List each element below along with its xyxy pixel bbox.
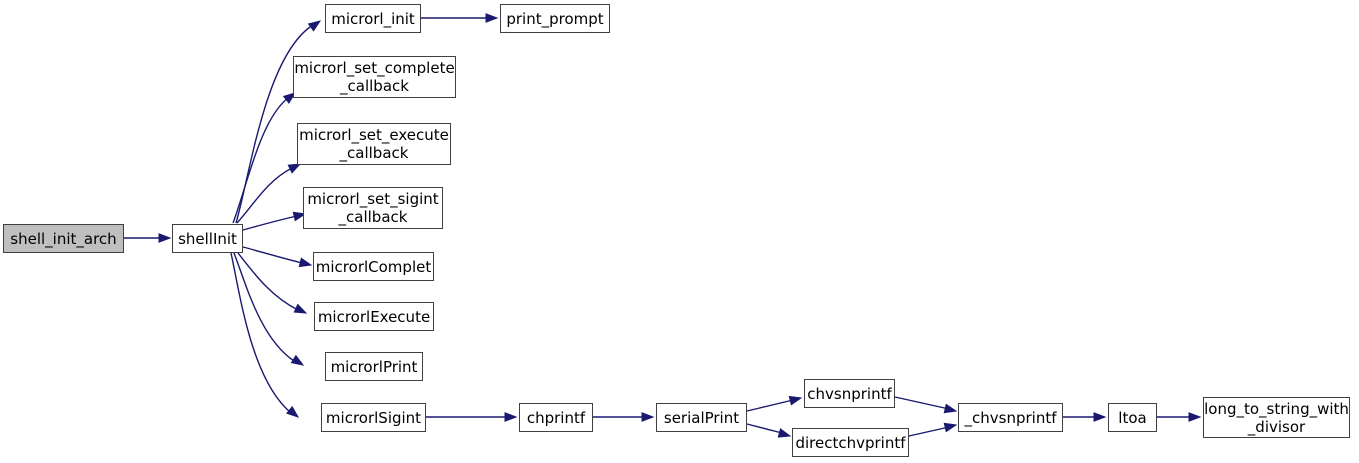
graph-node-label: microrlComplet (315, 257, 432, 276)
call-edge (233, 252, 295, 362)
call-edge-arrowhead (788, 395, 803, 406)
graph-node-microrl_set_execute_callback[interactable]: microrl_set_execute _callback (297, 123, 451, 165)
graph-node-label: chvsnprintf (807, 384, 892, 403)
call-edge (746, 423, 783, 434)
call-edge (242, 215, 298, 231)
call-edge (232, 97, 289, 224)
graph-node-label: shellInit (178, 229, 237, 248)
call-edge-arrowhead (286, 405, 300, 418)
graph-node-microrlComplet[interactable]: microrlComplet (313, 252, 434, 281)
graph-node-chprintf[interactable]: chprintf (519, 403, 593, 432)
call-edge-arrowhead (290, 354, 305, 366)
graph-node-microrl_init[interactable]: microrl_init (325, 4, 421, 33)
graph-node-microrlExecute[interactable]: microrlExecute (314, 302, 434, 331)
call-edge-arrowhead (641, 412, 655, 422)
call-edge-arrowhead (485, 13, 499, 23)
graph-node-microrlPrint[interactable]: microrlPrint (325, 352, 423, 381)
graph-node-ltoa[interactable]: ltoa (1108, 403, 1157, 432)
graph-node-shellInit[interactable]: shellInit (172, 224, 243, 253)
graph-node-label: microrl_set_sigint _callback (307, 190, 439, 226)
graph-node-microrlSigint[interactable]: microrlSigint (321, 403, 426, 432)
call-edge-arrowhead (1093, 412, 1107, 422)
graph-node-label: long_to_string_with _divisor (1204, 399, 1349, 436)
call-edge-arrowhead (777, 428, 792, 438)
call-edge (908, 426, 950, 437)
graph-node-serialPrint[interactable]: serialPrint (656, 403, 747, 432)
graph-node-microrl_set_sigint_callback[interactable]: microrl_set_sigint _callback (303, 187, 443, 229)
call-edge (230, 252, 291, 413)
graph-node-chvsnprintf[interactable]: chvsnprintf (804, 379, 895, 408)
graph-node-print_prompt[interactable]: print_prompt (500, 4, 610, 33)
call-edge-arrowhead (287, 163, 302, 174)
graph-node-directchvprintf[interactable]: directchvprintf (792, 428, 909, 457)
graph-node-label: microrlExecute (317, 307, 431, 326)
call-edge-arrowhead (158, 233, 172, 243)
graph-node-label: _chvsnprintf (964, 408, 1057, 427)
graph-node-label: microrlPrint (330, 357, 418, 376)
graph-node-label: chprintf (526, 408, 586, 427)
graph-node-label: directchvprintf (795, 433, 906, 452)
graph-node-label: print_prompt (506, 9, 604, 28)
graph-node-label: microrl_init (331, 9, 415, 28)
graph-node-shell_init_arch[interactable]: shell_init_arch (3, 224, 124, 253)
graph-node-label: microrl_set_complete _callback (294, 59, 455, 95)
graph-node-label: serialPrint (663, 408, 740, 427)
graph-node-label: microrlSigint (325, 408, 422, 427)
call-edge (894, 396, 950, 410)
graph-node-long_to_string_with_divisor[interactable]: long_to_string_with _divisor (1203, 397, 1350, 438)
call-edge (242, 246, 303, 264)
graph-node-_chvsnprintf[interactable]: _chvsnprintf (958, 403, 1063, 432)
call-edge (746, 399, 794, 412)
call-edge (237, 252, 299, 311)
graph-node-microrl_set_complete_callback[interactable]: microrl_set_complete _callback (293, 56, 456, 98)
call-edge (236, 167, 293, 224)
call-edge-arrowhead (307, 20, 322, 32)
graph-node-label: ltoa (1118, 408, 1147, 427)
graph-node-label: microrl_set_execute _callback (299, 126, 449, 162)
call-edge-arrowhead (293, 303, 308, 314)
call-edge-arrowhead (943, 422, 958, 433)
call-edge-arrowhead (943, 403, 958, 414)
call-edge-arrowhead (504, 412, 518, 422)
graph-node-label: shell_init_arch (10, 229, 117, 248)
